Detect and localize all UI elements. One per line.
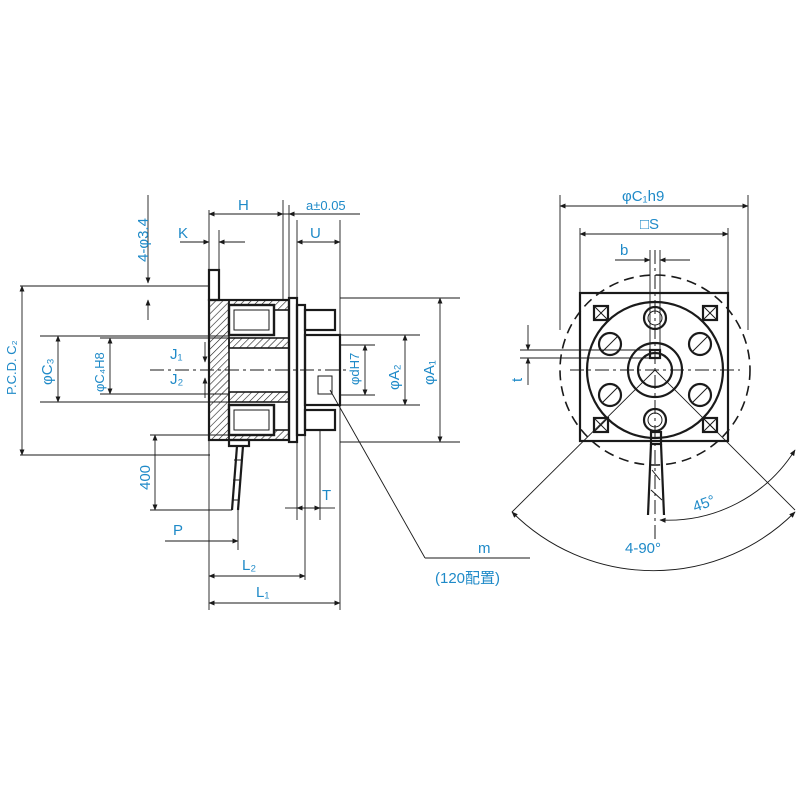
label-angle-45: 45°: [691, 492, 718, 516]
label-hole-spec: 4-φ3.4: [135, 218, 152, 262]
label-t: t: [509, 377, 526, 382]
label-L2: L₂: [242, 557, 256, 574]
label-angle-4x90: 4-90°: [625, 540, 661, 557]
label-K: K: [178, 225, 188, 242]
label-P: P: [173, 522, 183, 539]
label-S: □S: [640, 216, 659, 233]
label-c3: φC₃: [39, 358, 56, 385]
label-m: m: [478, 540, 491, 557]
outer-diameter-circle: [559, 274, 751, 466]
label-gap: a±0.05: [306, 198, 346, 213]
label-a2: φA₂: [386, 364, 403, 390]
label-m-note: (120配置): [435, 570, 500, 587]
side-view: 4-φ3.4 K H a±0.05 U P.C.D. C₂ φC₃ φC₄H8 …: [4, 195, 530, 610]
label-dh7: φdH7: [347, 353, 362, 385]
label-j1: J₁: [170, 346, 183, 363]
label-j2: J₂: [170, 371, 184, 388]
label-lead-length: 400: [137, 465, 154, 490]
front-view: φC₁h9 □S b t 45° 4-90°: [509, 188, 796, 572]
corner-holes: [592, 304, 719, 434]
square-flange: [578, 291, 730, 443]
lead-wire: [227, 438, 251, 511]
label-c4: φC₄H8: [92, 352, 107, 392]
label-c1h9: φC₁h9: [622, 188, 664, 205]
label-T: T: [322, 487, 331, 504]
label-a1: φA₁: [421, 360, 438, 385]
label-L1: L₁: [256, 584, 269, 601]
front-lead-wire: [646, 430, 666, 516]
label-pcd: P.C.D. C₂: [4, 340, 19, 395]
label-U: U: [310, 225, 321, 242]
label-H: H: [238, 197, 249, 214]
label-b: b: [620, 242, 628, 259]
